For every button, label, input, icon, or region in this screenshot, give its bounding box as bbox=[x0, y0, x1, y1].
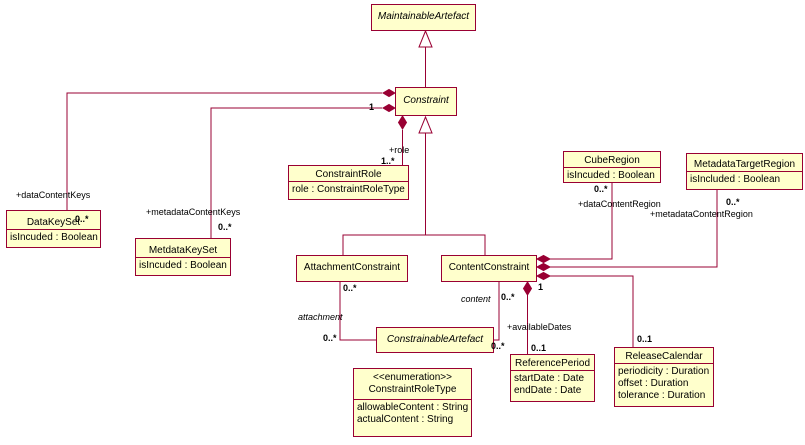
multiplicity-attachment-end: 0..* bbox=[323, 333, 337, 343]
class-content-constraint[interactable]: ContentConstraint bbox=[441, 255, 537, 282]
class-attributes: isIncuded : Boolean bbox=[7, 230, 100, 246]
class-attributes: periodicity : Duration offset : Duration… bbox=[615, 364, 713, 404]
class-separator bbox=[289, 181, 408, 182]
class-attribute: actualContent : String bbox=[357, 414, 454, 425]
class-separator bbox=[7, 229, 100, 230]
multiplicity-attachment-start: 0..* bbox=[343, 283, 357, 293]
class-name: ConstraintRole bbox=[315, 169, 382, 180]
class-attribute: isIncluded : Boolean bbox=[690, 174, 781, 185]
class-constraint-role[interactable]: ConstraintRole role : ConstraintRoleType bbox=[288, 165, 409, 200]
class-attributes: role : ConstraintRoleType bbox=[289, 182, 408, 198]
class-release-calendar[interactable]: ReleaseCalendar periodicity : Duration o… bbox=[614, 347, 714, 407]
multiplicity-content-constraint-one: 1 bbox=[538, 282, 544, 292]
class-name: AttachmentConstraint bbox=[303, 262, 401, 273]
class-attribute: isIncuded : Boolean bbox=[139, 260, 227, 271]
class-separator bbox=[136, 257, 230, 258]
class-data-key-set[interactable]: DataKeySet isIncuded : Boolean bbox=[6, 210, 101, 248]
class-attributes: startDate : Date endDate : Date bbox=[511, 371, 594, 399]
generalization-branch-attachment bbox=[342, 234, 486, 255]
class-attribute: endDate : Date bbox=[514, 385, 582, 396]
class-constrainable-artefact[interactable]: ConstrainableArtefact bbox=[376, 327, 494, 353]
class-stereotype: <<enumeration>> bbox=[373, 372, 452, 383]
class-attribute: periodicity : Duration bbox=[618, 366, 710, 377]
class-attachment-constraint[interactable]: AttachmentConstraint bbox=[296, 255, 408, 282]
multiplicity-metadata-content-keys: 0..* bbox=[218, 222, 232, 232]
class-name: CubeRegion bbox=[584, 155, 640, 166]
multiplicity-content-start: 0..* bbox=[501, 292, 515, 302]
class-attributes: allowableContent : String actualContent … bbox=[354, 400, 471, 428]
association-line-attachment bbox=[339, 282, 376, 341]
composition-diamond-mtregion bbox=[535, 262, 552, 272]
class-separator bbox=[354, 399, 471, 400]
multiplicity-role: 1..* bbox=[381, 156, 395, 166]
composition-diamond-referenceperiod bbox=[522, 281, 533, 296]
role-data-content-keys: +dataContentKeys bbox=[16, 190, 91, 200]
class-attribute: isIncuded : Boolean bbox=[10, 232, 98, 243]
composition-diamond-datakeyset bbox=[382, 88, 396, 98]
role-role: +role bbox=[389, 145, 410, 155]
class-name: Constraint bbox=[403, 95, 449, 106]
class-name: ReferencePeriod bbox=[514, 358, 591, 369]
multiplicity-constraint-one: 1 bbox=[369, 102, 375, 112]
class-attributes: isIncuded : Boolean bbox=[136, 258, 230, 274]
composition-line-metdatakeyset bbox=[210, 107, 382, 238]
role-data-content-region: +dataContentRegion bbox=[578, 199, 661, 209]
multiplicity-reference-period: 0..1 bbox=[531, 343, 547, 353]
class-attribute: allowableContent : String bbox=[357, 402, 469, 413]
class-attribute: offset : Duration bbox=[618, 378, 689, 389]
class-constraint[interactable]: Constraint bbox=[395, 87, 457, 116]
role-content: content bbox=[461, 294, 491, 304]
class-separator bbox=[615, 363, 713, 364]
class-attribute: role : ConstraintRoleType bbox=[292, 184, 405, 195]
composition-line-releasecalendar bbox=[550, 275, 634, 347]
class-separator bbox=[564, 167, 660, 168]
class-separator bbox=[511, 370, 594, 371]
class-cube-region[interactable]: CubeRegion isIncuded : Boolean bbox=[563, 151, 661, 183]
class-name: ConstrainableArtefact bbox=[386, 334, 484, 345]
class-constraint-role-type[interactable]: <<enumeration>> ConstraintRoleType allow… bbox=[353, 368, 472, 437]
role-available-dates: +availableDates bbox=[507, 322, 572, 332]
class-name: ConstraintRoleType bbox=[368, 384, 457, 395]
generalization-arrowhead-subtypes bbox=[418, 115, 433, 134]
composition-line-cuberegion bbox=[550, 183, 613, 260]
multiplicity-data-content-keys: 0..* bbox=[75, 214, 89, 224]
class-name: DataKeySet bbox=[26, 217, 81, 228]
composition-diamond-constraintrole bbox=[397, 115, 408, 130]
class-name: ReleaseCalendar bbox=[625, 351, 703, 362]
class-name: MaintainableArtefact bbox=[377, 11, 470, 22]
class-attribute: startDate : Date bbox=[514, 373, 585, 384]
multiplicity-metadata-target-region: 0..* bbox=[726, 197, 740, 207]
class-attribute: isIncuded : Boolean bbox=[567, 170, 655, 181]
class-attribute: tolerance : Duration bbox=[618, 390, 706, 401]
composition-line-mtregion bbox=[550, 190, 718, 268]
association-line-content bbox=[494, 282, 500, 341]
class-reference-period[interactable]: ReferencePeriod startDate : Date endDate… bbox=[510, 354, 595, 402]
class-maintainable-artefact[interactable]: MaintainableArtefact bbox=[371, 4, 476, 31]
composition-line-datakeyset bbox=[66, 92, 382, 210]
class-name: ContentConstraint bbox=[448, 262, 530, 273]
class-metdata-key-set[interactable]: MetdataKeySet isIncuded : Boolean bbox=[135, 238, 231, 276]
composition-diamond-releasecalendar bbox=[535, 271, 552, 281]
composition-diamond-metdatakeyset bbox=[382, 103, 396, 113]
class-separator bbox=[687, 171, 802, 172]
class-name: MetdataKeySet bbox=[148, 245, 218, 256]
class-name: MetadataTargetRegion bbox=[693, 159, 796, 170]
class-metadata-target-region[interactable]: MetadataTargetRegion isIncluded : Boolea… bbox=[686, 153, 803, 190]
multiplicity-cube-region: 0..* bbox=[594, 184, 608, 194]
class-attributes: isIncluded : Boolean bbox=[687, 172, 802, 188]
multiplicity-release-calendar: 0..1 bbox=[637, 334, 653, 344]
composition-diamond-cuberegion bbox=[535, 254, 552, 264]
role-attachment: attachment bbox=[298, 312, 343, 322]
role-metadata-content-region: +metadataContentRegion bbox=[650, 209, 753, 219]
generalization-arrowhead bbox=[418, 29, 433, 48]
role-metadata-content-keys: +metadataContentKeys bbox=[146, 207, 241, 217]
multiplicity-content-end: 0..* bbox=[491, 341, 505, 351]
class-attributes: isIncuded : Boolean bbox=[564, 168, 660, 184]
